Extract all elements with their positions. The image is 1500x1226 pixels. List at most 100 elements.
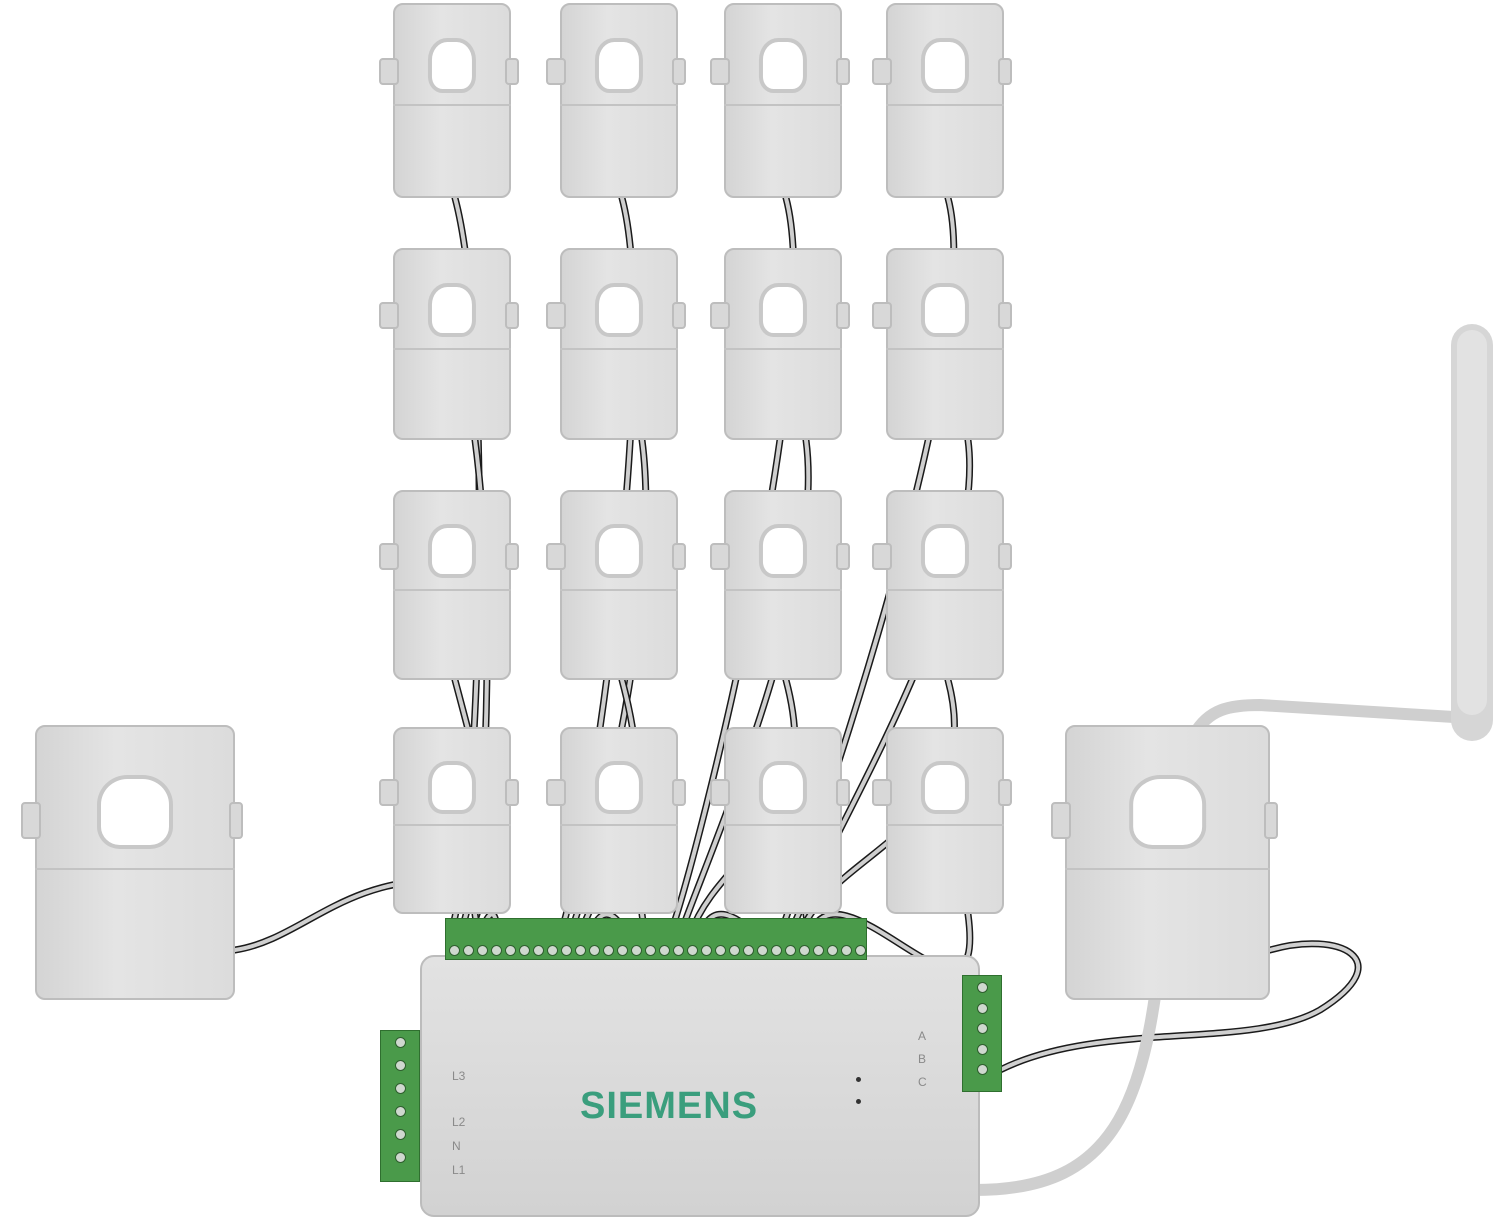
terminal-screw bbox=[757, 945, 768, 956]
clamp-lid bbox=[724, 727, 842, 827]
ct-clamp bbox=[379, 727, 519, 914]
terminal-screw bbox=[589, 945, 600, 956]
clamp-lid bbox=[560, 490, 678, 591]
label-n: N bbox=[452, 1139, 461, 1153]
terminal-screw bbox=[729, 945, 740, 956]
terminal-screw bbox=[617, 945, 628, 956]
terminal-screw bbox=[519, 945, 530, 956]
clamp-latch bbox=[229, 802, 243, 839]
ct-clamp bbox=[710, 490, 850, 680]
clamp-opening bbox=[427, 524, 477, 578]
terminal-screw bbox=[687, 945, 698, 956]
terminal-screw bbox=[505, 945, 516, 956]
terminal-screw bbox=[477, 945, 488, 956]
clamp-lid bbox=[724, 248, 842, 350]
terminal-screw bbox=[977, 1043, 988, 1055]
ct-clamp bbox=[710, 727, 850, 914]
clamp-latch bbox=[672, 779, 686, 806]
clamp-lid bbox=[724, 3, 842, 107]
ct-clamp bbox=[379, 490, 519, 680]
clamp-opening bbox=[594, 282, 644, 337]
terminal-screw bbox=[561, 945, 572, 956]
ct-clamp bbox=[21, 725, 243, 1000]
terminal-screw bbox=[841, 945, 852, 956]
clamp-lid bbox=[35, 725, 235, 870]
clamp-latch bbox=[998, 301, 1012, 329]
siemens-logo: SIEMENS bbox=[580, 1085, 759, 1127]
clamp-latch bbox=[872, 779, 892, 806]
clamp-body bbox=[560, 248, 678, 440]
clamp-lid bbox=[886, 490, 1004, 591]
clamp-opening bbox=[427, 38, 477, 93]
ct-clamp bbox=[872, 727, 1012, 914]
clamp-body bbox=[886, 490, 1004, 680]
ct-clamp bbox=[872, 248, 1012, 440]
terminal-screw bbox=[977, 1064, 988, 1076]
clamp-latch bbox=[21, 802, 41, 839]
clamp-latch bbox=[379, 779, 399, 806]
clamp-lid bbox=[560, 727, 678, 827]
clamp-lid bbox=[560, 3, 678, 107]
terminal-block bbox=[962, 975, 1002, 1092]
clamp-opening bbox=[920, 524, 970, 578]
clamp-latch bbox=[672, 301, 686, 329]
clamp-latch bbox=[546, 779, 566, 806]
clamp-lid bbox=[393, 727, 511, 827]
terminal-screw bbox=[463, 945, 474, 956]
clamp-latch bbox=[872, 543, 892, 570]
clamp-lid bbox=[886, 727, 1004, 827]
energy-monitor-hub: L3 L2 N L1 SIEMENS A B C bbox=[420, 955, 980, 1217]
status-led bbox=[856, 1099, 861, 1104]
ct-clamp bbox=[546, 248, 686, 440]
clamp-latch bbox=[836, 301, 850, 329]
clamp-body bbox=[886, 248, 1004, 440]
terminal-screw bbox=[855, 945, 866, 956]
terminal-screw bbox=[449, 945, 460, 956]
ct-clamp bbox=[1051, 725, 1278, 1000]
terminal-screw bbox=[575, 945, 586, 956]
terminal-screw bbox=[977, 982, 988, 993]
terminal-screw bbox=[395, 1037, 406, 1048]
ct-clamp bbox=[710, 3, 850, 198]
clamp-opening bbox=[1128, 774, 1207, 849]
clamp-lid bbox=[393, 248, 511, 350]
label-l3: L3 bbox=[452, 1069, 466, 1083]
terminal-screw bbox=[673, 945, 684, 956]
clamp-latch bbox=[505, 779, 519, 806]
clamp-opening bbox=[758, 524, 808, 578]
terminal-screw bbox=[743, 945, 754, 956]
terminal-block bbox=[445, 918, 867, 960]
ct-clamp bbox=[710, 248, 850, 440]
clamp-latch bbox=[710, 779, 730, 806]
clamp-latch bbox=[672, 57, 686, 85]
clamp-latch bbox=[546, 57, 566, 85]
terminal-screw bbox=[715, 945, 726, 956]
clamp-latch bbox=[710, 57, 730, 85]
terminal-screw bbox=[395, 1129, 406, 1140]
clamp-body bbox=[393, 3, 511, 198]
clamp-opening bbox=[920, 38, 970, 93]
clamp-latch bbox=[379, 301, 399, 329]
terminal-screw bbox=[491, 945, 502, 956]
clamp-opening bbox=[758, 282, 808, 337]
clamp-latch bbox=[836, 543, 850, 570]
label-a: A bbox=[918, 1029, 927, 1043]
clamp-latch bbox=[998, 543, 1012, 570]
clamp-latch bbox=[379, 543, 399, 570]
terminal-screw bbox=[827, 945, 838, 956]
terminal-screw bbox=[547, 945, 558, 956]
label-l2: L2 bbox=[452, 1115, 466, 1129]
clamp-latch bbox=[1051, 802, 1071, 839]
clamp-latch bbox=[379, 57, 399, 85]
label-c: C bbox=[918, 1075, 927, 1089]
clamp-latch bbox=[505, 301, 519, 329]
clamp-lid bbox=[1065, 725, 1270, 870]
clamp-latch bbox=[505, 57, 519, 85]
terminal-screw bbox=[813, 945, 824, 956]
terminal-screw bbox=[603, 945, 614, 956]
terminal-screw bbox=[395, 1152, 406, 1163]
clamp-latch bbox=[836, 57, 850, 85]
clamp-lid bbox=[886, 3, 1004, 107]
terminal-screw bbox=[701, 945, 712, 956]
